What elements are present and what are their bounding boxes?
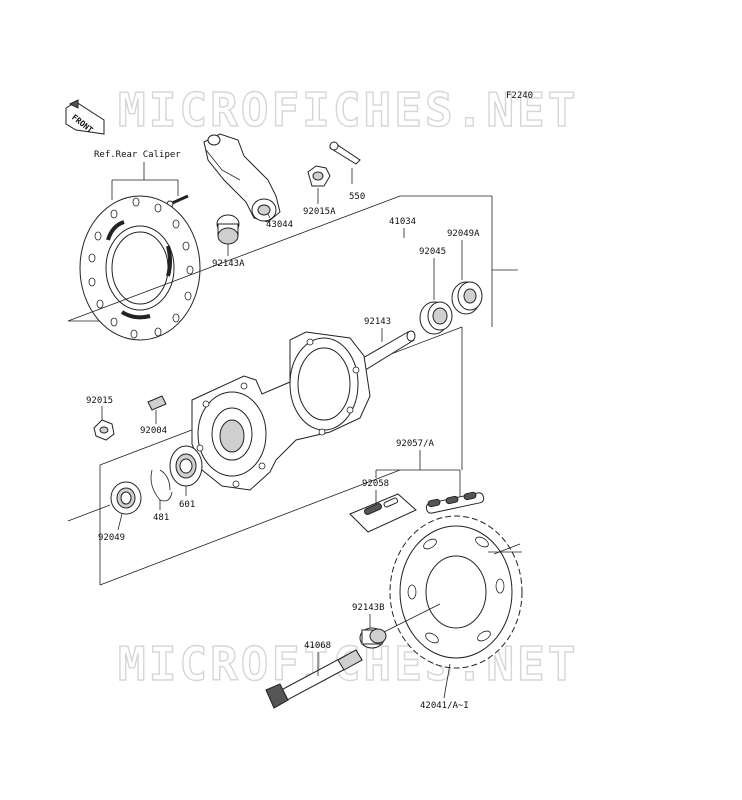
label-43044: 43044 (266, 220, 293, 230)
front-arrow-icon: FRONT (65, 99, 105, 135)
master-link-92058 (349, 493, 417, 533)
collar-92143b (359, 627, 387, 649)
watermark-top: MICROFICHES.NET (118, 83, 578, 137)
label-92143: 92143 (364, 317, 391, 327)
label-92143a: 92143A (212, 259, 245, 269)
seal-92049a (451, 281, 483, 315)
label-601: 601 (179, 500, 195, 510)
bushing-92143a (216, 214, 240, 245)
stud-92004 (147, 395, 167, 411)
rear-sprocket-42041 (389, 515, 523, 669)
label-92049a: 92049A (447, 229, 480, 239)
rear-hub-41034 (191, 331, 371, 491)
label-92015: 92015 (86, 396, 113, 406)
label-92045: 92045 (419, 247, 446, 257)
caliper-bracket (203, 133, 281, 223)
nut-92015 (93, 419, 115, 441)
assembly-frame (67, 195, 518, 586)
label-550: 550 (349, 192, 365, 202)
label-92004: 92004 (140, 426, 167, 436)
circlip-481 (150, 469, 173, 502)
label-92057a: 92057/A (396, 439, 435, 449)
drive-chain-92057 (425, 491, 485, 514)
bearing-601 (169, 445, 203, 487)
label-42041: 42041/A~I (420, 701, 469, 711)
rear-axle-41068 (265, 649, 363, 709)
label-481: 481 (153, 513, 169, 523)
label-41068: 41068 (304, 641, 331, 651)
ref-rear-caliper-label: Ref.Rear Caliper (94, 150, 181, 160)
label-92015a: 92015A (303, 207, 336, 217)
brake-disc (79, 195, 201, 341)
label-92143b: 92143B (352, 603, 385, 613)
nut-92015a (307, 165, 331, 187)
figure-code: F2240 (506, 91, 533, 101)
label-41034: 41034 (389, 217, 416, 227)
label-92058: 92058 (362, 479, 389, 489)
bearing-92045 (419, 301, 453, 335)
cotter-pin-550 (329, 141, 361, 165)
label-92049: 92049 (98, 533, 125, 543)
seal-92049 (110, 481, 142, 515)
